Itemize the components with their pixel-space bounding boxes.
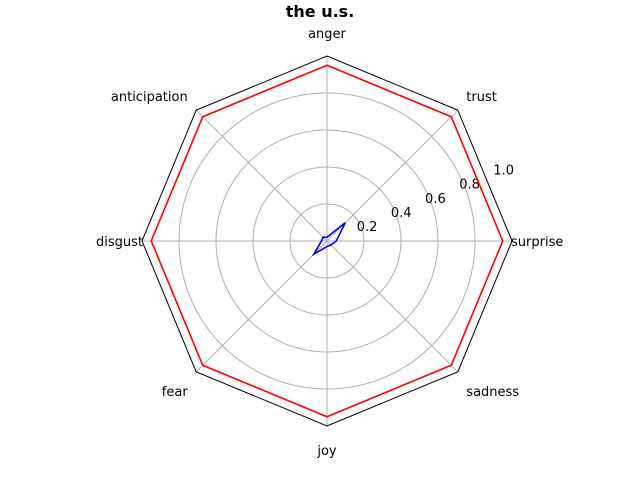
radial-tick-label: 0.6 — [425, 192, 446, 207]
spoke-sadness — [326, 240, 459, 373]
category-label-joy: joy — [316, 444, 337, 459]
radial-tick-labels: 0.2 0.4 0.6 0.8 1.0 — [357, 163, 514, 235]
spoke-trust — [326, 109, 459, 242]
radial-tick-label: 0.4 — [391, 206, 412, 221]
frame-polygon — [141, 55, 513, 427]
spoke-fear — [195, 240, 328, 373]
data-series — [150, 64, 504, 418]
chart-title: the u.s. — [286, 2, 355, 21]
category-label-surprise: surprise — [511, 235, 563, 250]
radial-tick-label: 0.8 — [459, 178, 480, 193]
category-label-sadness: sadness — [466, 385, 519, 400]
category-label-anticipation: anticipation — [111, 90, 188, 105]
category-label-fear: fear — [162, 385, 189, 400]
radial-tick-label: 0.2 — [357, 220, 378, 235]
radial-grid — [142, 56, 512, 426]
radial-tick-label: 1.0 — [493, 163, 514, 178]
category-label-disgust: disgust — [96, 235, 143, 250]
category-label-anger: anger — [308, 27, 346, 42]
series-line-1 — [311, 222, 347, 257]
series-line-0 — [150, 64, 504, 418]
spoke-anticipation — [195, 109, 328, 242]
category-labels: surprise trust anger anticipation disgust fea… — [96, 27, 563, 459]
outer-frame — [141, 55, 513, 427]
category-label-trust: trust — [466, 90, 497, 105]
